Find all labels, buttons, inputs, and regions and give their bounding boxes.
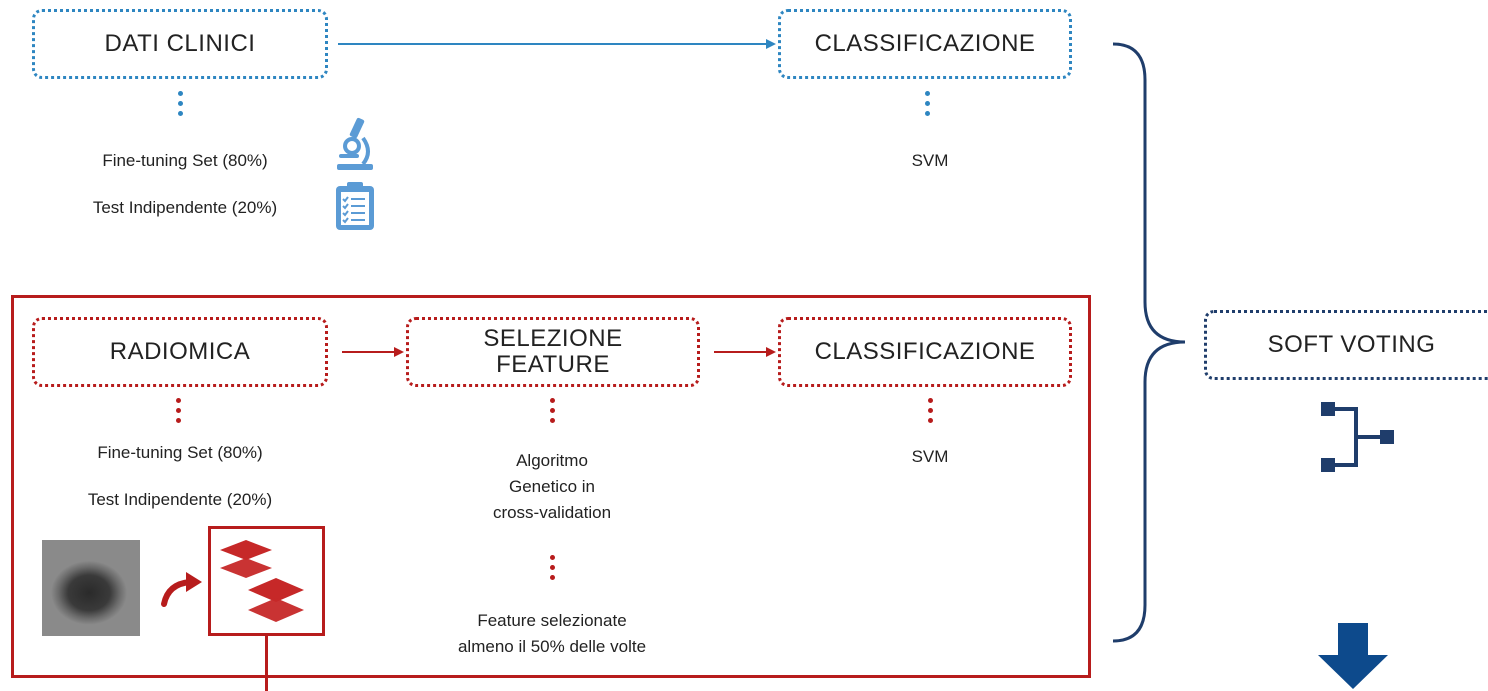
selection-method-line1: Algoritmo <box>516 451 588 470</box>
dati-clinici-label: DATI CLINICI <box>104 30 256 57</box>
radiomic-arrow-2 <box>714 347 776 357</box>
radiomic-pipeline-frame <box>11 295 1091 678</box>
selection-result-line2: almeno il 50% delle volte <box>457 637 647 656</box>
selezione-label-line2: FEATURE <box>496 351 610 378</box>
soft-voting-box: SOFT VOTING <box>1204 310 1488 380</box>
selection-method-line3: cross-validation <box>492 503 612 522</box>
selezione-dots <box>550 398 556 428</box>
clinical-train-split: Fine-tuning Set (80%) <box>102 151 268 170</box>
layers-connector <box>265 636 268 691</box>
clinical-classificazione-label: CLASSIFICAZIONE <box>814 30 1036 57</box>
selezione-label-line1: SELEZIONE <box>483 325 623 352</box>
soft-voting-label: SOFT VOTING <box>1267 331 1436 358</box>
selection-result-text: Feature selezionate almeno il 50% delle … <box>402 608 702 660</box>
radiomic-test-split: Test Indipendente (20%) <box>87 490 273 509</box>
clinical-classificazione-box: CLASSIFICAZIONE <box>778 9 1072 79</box>
selection-result-line1: Feature selezionate <box>477 611 627 630</box>
curved-arrow-icon <box>161 572 202 607</box>
radiomica-box: RADIOMICA <box>32 317 328 387</box>
selection-result-dots <box>550 555 556 585</box>
clinical-source-dots <box>178 91 184 121</box>
selezione-feature-box: SELEZIONE FEATURE <box>406 317 700 387</box>
layers-icon <box>220 540 304 622</box>
layers-icon-frame <box>208 526 325 636</box>
voting-tree-icon <box>1321 402 1394 472</box>
radiomic-train-split: Fine-tuning Set (80%) <box>97 443 263 462</box>
radiomica-label: RADIOMICA <box>109 338 251 365</box>
dati-clinici-box: DATI CLINICI <box>32 9 328 79</box>
radiomic-classificazione-label: CLASSIFICAZIONE <box>814 338 1036 365</box>
microscope-icon <box>337 117 373 170</box>
selection-method-line2: Genetico in <box>509 477 595 496</box>
clinical-classifier-dots <box>925 91 931 121</box>
clipboard-icon <box>336 182 374 230</box>
selection-method-text: Algoritmo Genetico in cross-validation <box>402 448 702 526</box>
ultrasound-image <box>42 540 140 636</box>
clinical-svm-label: SVM <box>911 151 949 170</box>
clinical-arrow <box>338 39 776 49</box>
radiomica-dots <box>176 398 182 428</box>
merge-brace <box>1112 42 1186 643</box>
radiomic-arrow-1 <box>342 347 404 357</box>
radiomic-svm-label: SVM <box>911 447 949 466</box>
radiomic-classificazione-box: CLASSIFICAZIONE <box>778 317 1072 387</box>
clinical-test-split: Test Indipendente (20%) <box>92 198 278 217</box>
down-arrow-icon <box>1318 623 1388 689</box>
radiomic-classifier-dots <box>928 398 934 428</box>
